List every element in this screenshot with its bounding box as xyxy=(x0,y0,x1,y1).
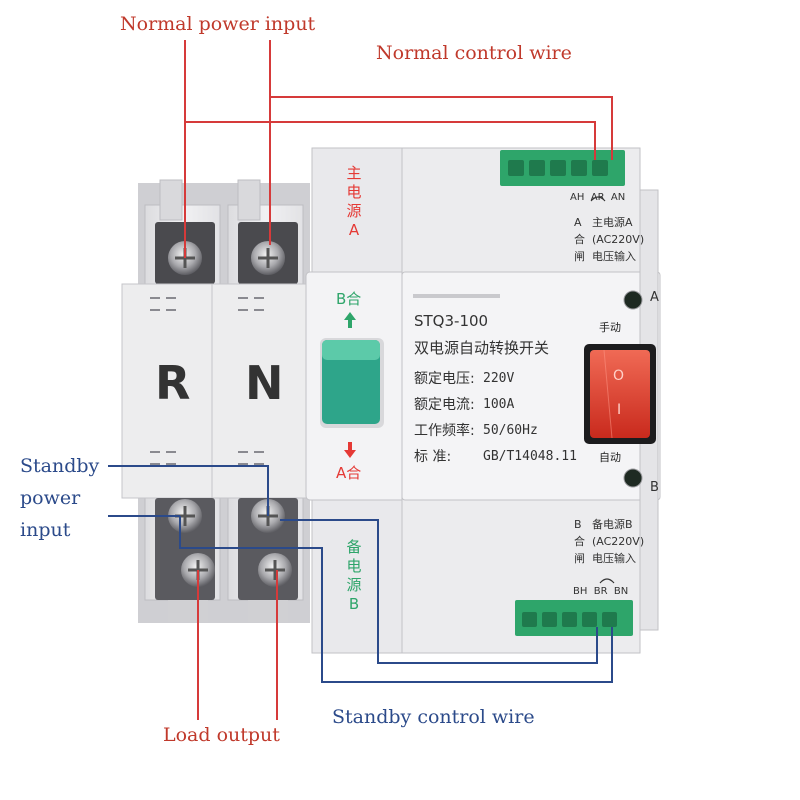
manual-label: 手动 xyxy=(599,321,621,334)
spec-label: 额定电压: xyxy=(414,371,475,387)
terminal-code: BH xyxy=(573,586,588,597)
arrow-up-icon xyxy=(344,312,356,328)
normal-power-wires xyxy=(184,40,613,720)
spec-values: 220V 100A 50/60Hz GB/T14048.11 xyxy=(483,366,577,470)
label-standby-control-wire: Standby control wire xyxy=(332,706,535,728)
terminal-code: AR xyxy=(590,192,605,203)
plate-text: 闸 xyxy=(574,552,585,565)
spec-label: 额定电流: xyxy=(414,397,475,413)
indicator-a-led xyxy=(623,290,643,310)
indicator-b-led xyxy=(623,468,643,488)
screw-icon xyxy=(251,241,285,275)
standby-source-char: B xyxy=(348,595,360,613)
manual-auto-rocker-switch[interactable] xyxy=(590,350,650,438)
top-terminal-codes: AH AR AN xyxy=(570,192,625,203)
plate-text: 电压输入 xyxy=(592,552,636,565)
product-name: 双电源自动转换开关 xyxy=(414,339,550,357)
standby-wires xyxy=(108,465,613,683)
label-load-output: Load output xyxy=(163,724,280,746)
label-standby-line1: Standby xyxy=(20,455,100,477)
label-standby-line3: input xyxy=(20,519,71,541)
spec-label: 标 准: xyxy=(414,449,452,465)
standby-source-char: 电 xyxy=(346,557,362,575)
plate-text: A xyxy=(574,216,582,229)
plate-text: 合 xyxy=(574,233,585,246)
bottom-terminal-codes: BH BR BN xyxy=(573,586,628,597)
transfer-handle[interactable] xyxy=(322,340,380,424)
spec-value: 50/60Hz xyxy=(483,423,538,438)
standby-source-label: 备 电 源 B xyxy=(344,538,364,614)
label-standby-line2: power xyxy=(20,487,81,509)
terminal-code: BR xyxy=(593,586,608,597)
plate-text: B xyxy=(574,518,582,531)
terminal-code: BN xyxy=(613,586,629,597)
plate-text: (AC220V) xyxy=(592,233,645,246)
label-normal-power-input: Normal power input xyxy=(120,13,316,35)
plate-text: 备电源B xyxy=(592,518,633,531)
spec-value: 220V xyxy=(483,371,515,386)
main-source-char: 电 xyxy=(346,183,362,201)
spec-labels: 额定电压: 额定电流: 工作频率: 标 准: xyxy=(414,366,475,470)
screw-icon xyxy=(258,553,292,587)
main-source-char: 源 xyxy=(346,202,362,220)
arrow-down-icon xyxy=(344,442,356,458)
plate-text: 合 xyxy=(574,535,585,548)
plate-text: (AC220V) xyxy=(592,535,645,548)
label-normal-control-wire: Normal control wire xyxy=(376,42,572,64)
bottom-plate-col2: 备电源B (AC220V) 电压输入 xyxy=(592,516,644,567)
pole-n-label: N xyxy=(245,356,284,410)
main-source-char: A xyxy=(348,221,360,239)
standby-source-char: 备 xyxy=(346,538,362,556)
rocker-on-mark: O xyxy=(613,368,625,384)
rocker-off-mark: I xyxy=(617,402,622,418)
plate-text: 电压输入 xyxy=(592,250,636,263)
indicator-b-label: B xyxy=(650,480,659,495)
indicator-a-label: A xyxy=(650,290,659,305)
terminal-code: AH xyxy=(570,192,585,203)
model-number: STQ3-100 xyxy=(414,312,489,330)
top-plate-col1: A 合 闸 xyxy=(574,214,585,265)
switch-bottom-label: A合 xyxy=(336,464,362,482)
plate-text: 主电源A xyxy=(592,216,633,229)
plate-text: 闸 xyxy=(574,250,585,263)
standby-source-char: 源 xyxy=(346,576,362,594)
controller-module xyxy=(401,147,661,654)
pole-r-label: R xyxy=(155,356,191,410)
main-source-char: 主 xyxy=(346,164,362,182)
bottom-plate-col1: B 合 闸 xyxy=(574,516,585,567)
terminal-code: AN xyxy=(610,192,626,203)
spec-value: GB/T14048.11 xyxy=(483,449,577,464)
main-source-label: 主 电 源 A xyxy=(344,164,364,240)
spec-label: 工作频率: xyxy=(414,423,475,439)
spec-value: 100A xyxy=(483,397,515,412)
auto-label: 自动 xyxy=(599,451,621,464)
switch-top-label: B合 xyxy=(336,290,362,308)
top-plate-col2: 主电源A (AC220V) 电压输入 xyxy=(592,214,644,265)
